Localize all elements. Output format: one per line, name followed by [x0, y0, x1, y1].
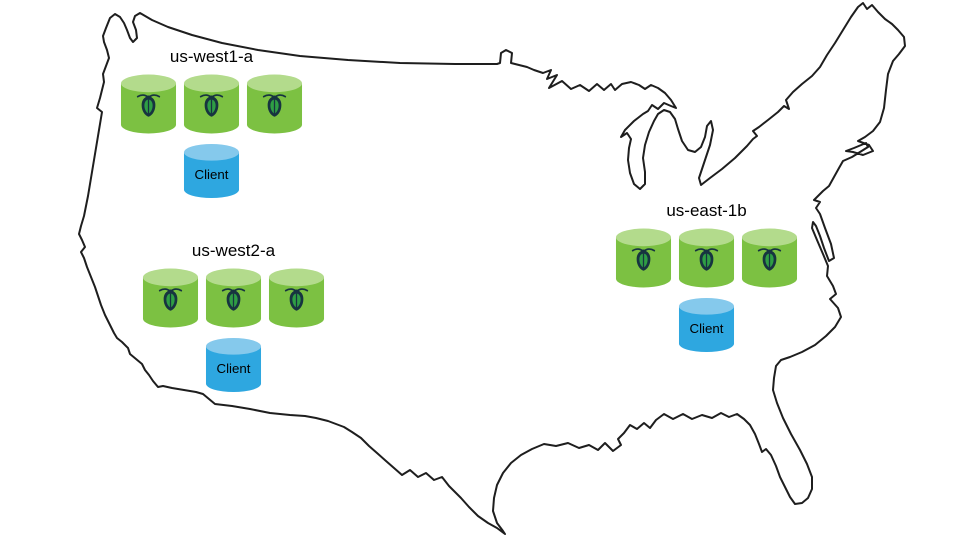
- client-label: Client: [690, 321, 724, 336]
- zone-us-east-1b: us-east-1b Client: [615, 201, 798, 353]
- client-label: Client: [217, 361, 251, 376]
- zone-us-west2-a: us-west2-a Client: [142, 241, 325, 393]
- db-node: [142, 267, 199, 329]
- client-cylinder: Client: [678, 297, 735, 353]
- db-node: [246, 73, 303, 135]
- db-node: [205, 267, 262, 329]
- client-label: Client: [195, 167, 229, 182]
- db-node: [741, 227, 798, 289]
- client-cylinder: Client: [183, 143, 240, 199]
- db-node: [615, 227, 672, 289]
- node-row: [142, 267, 325, 329]
- zone-us-west1-a: us-west1-a Client: [120, 47, 303, 199]
- db-node: [120, 73, 177, 135]
- db-node: [183, 73, 240, 135]
- map-outline: [78, 2, 906, 535]
- zone-label: us-east-1b: [666, 201, 747, 220]
- node-row: [120, 73, 303, 135]
- zone-label: us-west2-a: [191, 241, 276, 260]
- db-node: [678, 227, 735, 289]
- db-node: [268, 267, 325, 329]
- node-row: [615, 227, 798, 289]
- client-cylinder: Client: [205, 337, 262, 393]
- zone-label: us-west1-a: [169, 47, 254, 66]
